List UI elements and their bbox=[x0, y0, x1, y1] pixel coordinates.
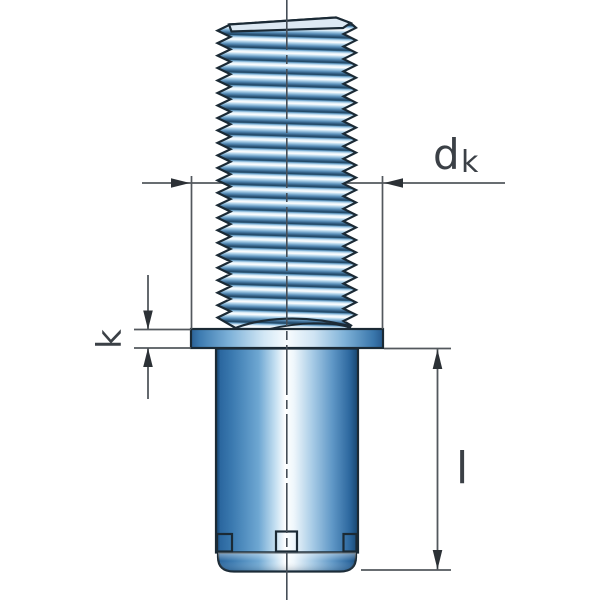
l-arrow-up bbox=[432, 349, 443, 369]
l-arrow-down bbox=[432, 550, 443, 570]
thread-runout-curve-2 bbox=[266, 322, 352, 331]
thread-top-face bbox=[227, 16, 353, 33]
dimension-k: k bbox=[90, 275, 191, 399]
dk-label-main: d bbox=[433, 130, 460, 179]
l-label: l bbox=[456, 443, 468, 494]
dimension-dk: d k bbox=[171, 130, 479, 329]
thread-runout-curve bbox=[232, 317, 350, 331]
dk-arrow-left bbox=[171, 178, 190, 188]
k-arrow-up bbox=[143, 348, 153, 367]
bottom-notch-left bbox=[215, 532, 234, 553]
dk-arrow-right bbox=[384, 178, 403, 188]
k-arrow-down bbox=[143, 310, 153, 330]
k-label: k bbox=[90, 329, 130, 349]
bottom-notch-right bbox=[342, 532, 358, 553]
dimension-l: l bbox=[361, 347, 468, 571]
dk-label-sub: k bbox=[461, 145, 479, 180]
